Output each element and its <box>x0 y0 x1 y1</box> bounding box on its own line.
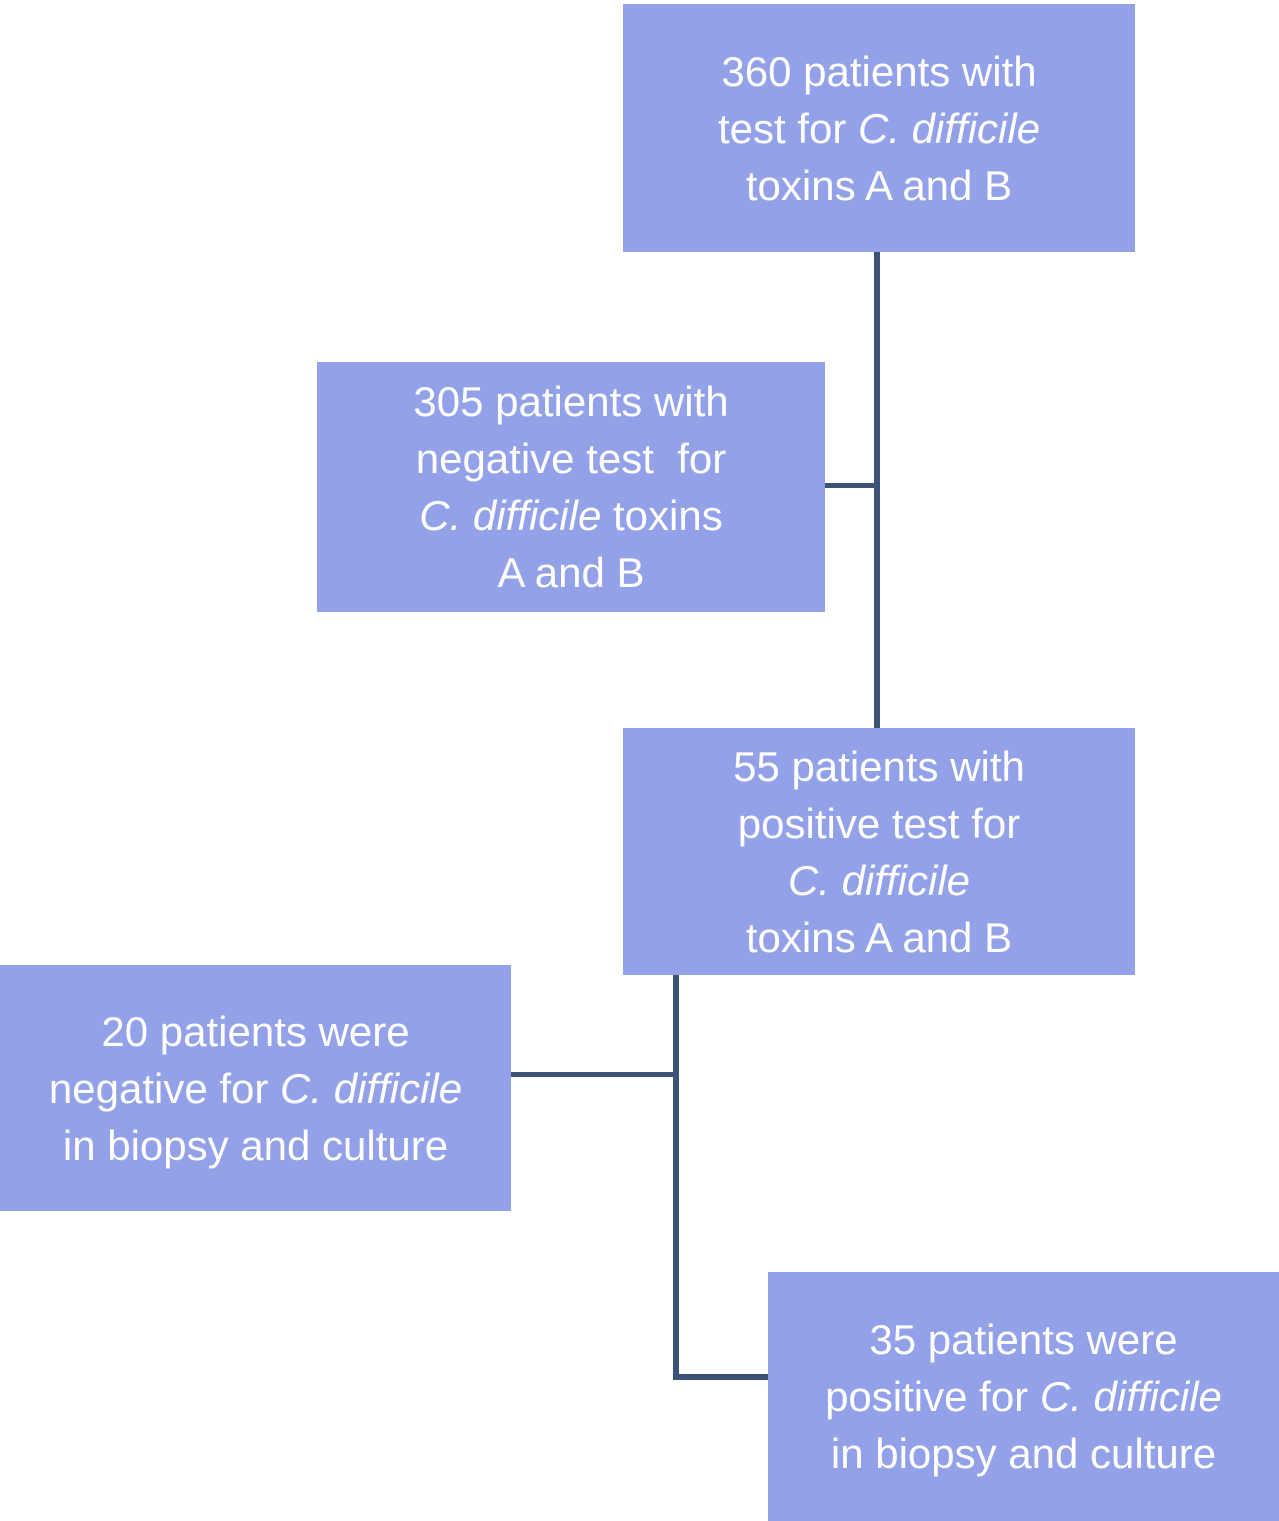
connector-branch-negative-biopsy <box>508 1072 675 1077</box>
text-segment: 305 patients with <box>413 378 729 425</box>
text-segment: 360 patients with <box>721 47 1037 95</box>
text-segment: 35 patients were <box>869 1316 1178 1363</box>
text-segment: in biopsy and culture <box>62 1121 449 1169</box>
flow-box-negative-biopsy-culture: 20 patients were negative for C. difficil… <box>0 965 511 1211</box>
flow-box-positive-test: 55 patients with positive test for C. diff… <box>623 728 1135 975</box>
box-text-line: 20 patients were <box>101 1003 409 1060</box>
text-segment: negative test for <box>415 435 727 482</box>
text-segment: toxins A and B <box>745 913 1013 961</box>
species-name-italic: C. difficile <box>858 104 1041 152</box>
box-text-line: negative test for <box>416 430 727 487</box>
flow-box-positive-biopsy-culture: 35 patients were positive for C. difficil… <box>768 1272 1279 1521</box>
box-text-line: A and B <box>497 544 644 601</box>
box-text-line: C. difficile <box>788 852 970 909</box>
box-text-line: in biopsy and culture <box>831 1425 1216 1482</box>
species-name-italic: C. difficile <box>1039 1373 1222 1420</box>
text-segment: negative for <box>48 1064 281 1112</box>
flow-box-negative-test: 305 patients with negative test for C. dif… <box>317 362 825 612</box>
box-text-line: 305 patients with <box>413 373 728 430</box>
connector-positive-test-stem <box>673 973 679 1380</box>
species-name-italic: C. difficile <box>280 1064 463 1112</box>
box-text-line: positive for C. difficile <box>825 1368 1222 1425</box>
text-segment: 55 patients with <box>733 742 1025 790</box>
text-segment: A and B <box>497 549 645 596</box>
box-text-line: toxins A and B <box>746 909 1012 966</box>
text-segment: positive for <box>825 1373 1040 1420</box>
box-text-line: C. difficile toxins <box>419 487 722 544</box>
box-text-line: 35 patients were <box>869 1311 1177 1368</box>
box-text-line: negative for C. difficile <box>49 1060 462 1117</box>
text-segment: 20 patients were <box>101 1007 410 1055</box>
box-text-line: 55 patients with <box>733 738 1025 795</box>
text-segment: toxins A and B <box>745 161 1013 209</box>
box-text-line: in biopsy and culture <box>63 1117 448 1174</box>
box-text-line: test for C. difficile <box>718 100 1040 157</box>
text-segment: test for <box>717 104 858 152</box>
species-name-italic: C. difficile <box>787 856 971 904</box>
species-name-italic: C. difficile <box>419 492 602 539</box>
connector-branch-negative-test <box>822 483 876 488</box>
box-text-line: 360 patients with <box>721 43 1036 100</box>
connector-branch-positive-biopsy <box>675 1374 770 1380</box>
text-segment: toxins <box>601 492 723 539</box>
text-segment: positive test for <box>737 799 1021 847</box>
box-text-line: positive test for <box>738 795 1020 852</box>
box-text-line: toxins A and B <box>746 157 1012 214</box>
connector-total-to-positive-test <box>874 252 880 730</box>
text-segment: in biopsy and culture <box>830 1430 1217 1477</box>
